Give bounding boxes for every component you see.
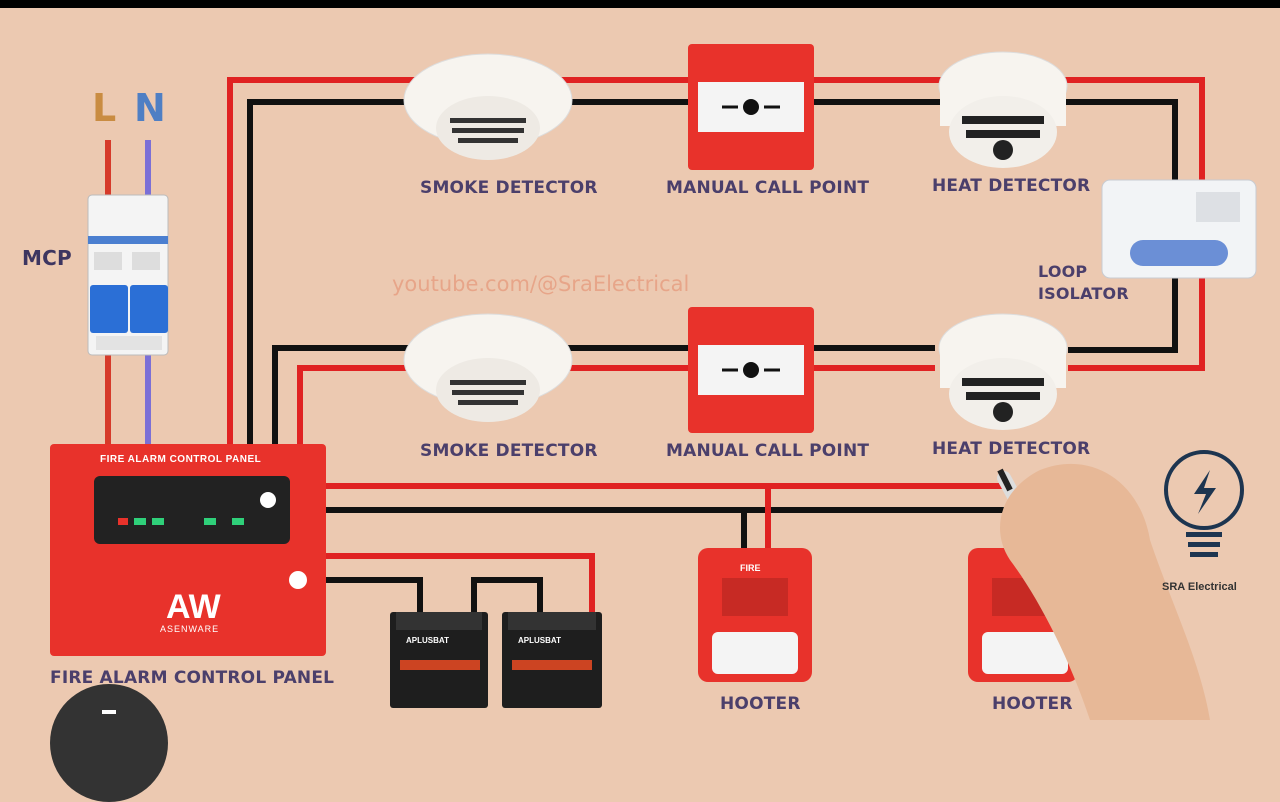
control-panel-label: FIRE ALARM CONTROL PANEL <box>50 668 335 688</box>
loop-inner-positive <box>297 365 935 450</box>
hooter-1 <box>698 548 812 682</box>
smoke-detector-2-label: SMOKE DETECTOR <box>420 441 598 461</box>
loop-outer-positive <box>227 77 1205 450</box>
hand-with-pen <box>997 463 1210 720</box>
battery-1-brand: APLUSBAT <box>406 636 449 645</box>
panel-logo: AW <box>166 588 222 626</box>
heat-detector-1-label: HEAT DETECTOR <box>932 176 1091 196</box>
loop-isolator-label-1: LOOP <box>1038 262 1088 281</box>
mcp-breaker <box>87 194 169 356</box>
hooter-1-face-text: FIRE <box>740 563 761 573</box>
live-label: L <box>92 86 117 130</box>
top-border <box>0 0 1280 8</box>
loop-isolator-label-2: ISOLATOR <box>1038 284 1129 303</box>
manual-call-point-1 <box>688 44 814 170</box>
battery-1 <box>390 612 488 708</box>
bulb-icon <box>1164 450 1244 557</box>
neutral-label: N <box>134 86 166 130</box>
loop-isolator <box>1101 179 1257 279</box>
manual-call-point-2 <box>688 307 814 433</box>
manual-call-point-2-label: MANUAL CALL POINT <box>666 441 870 461</box>
control-panel: AW <box>50 444 326 656</box>
panel-faceplate-title: FIRE ALARM CONTROL PANEL <box>100 454 262 465</box>
smoke-detector-1 <box>403 53 573 160</box>
battery-2 <box>502 612 602 708</box>
panel-brand: ASENWARE <box>160 624 220 634</box>
smoke-detector-2 <box>403 313 573 422</box>
heat-detector-2-label: HEAT DETECTOR <box>932 439 1091 459</box>
hooter-2-label: HOOTER <box>992 694 1073 714</box>
heat-detector-1 <box>938 51 1068 168</box>
avatar-button[interactable] <box>50 684 168 802</box>
smoke-detector-1-label: SMOKE DETECTOR <box>420 178 598 198</box>
battery-2-brand: APLUSBAT <box>518 636 561 645</box>
heat-detector-2 <box>938 313 1068 430</box>
manual-call-point-1-label: MANUAL CALL POINT <box>666 178 870 198</box>
watermark: youtube.com/@SraElectrical <box>392 272 690 296</box>
channel-brand: SRA Electrical <box>1162 581 1237 593</box>
loop-outer-negative <box>247 99 1178 450</box>
loop-inner-negative <box>272 345 935 450</box>
mcp-label: MCP <box>22 246 72 270</box>
wiring-diagram: AW <box>50 44 1257 720</box>
hooter-1-label: HOOTER <box>720 694 801 714</box>
